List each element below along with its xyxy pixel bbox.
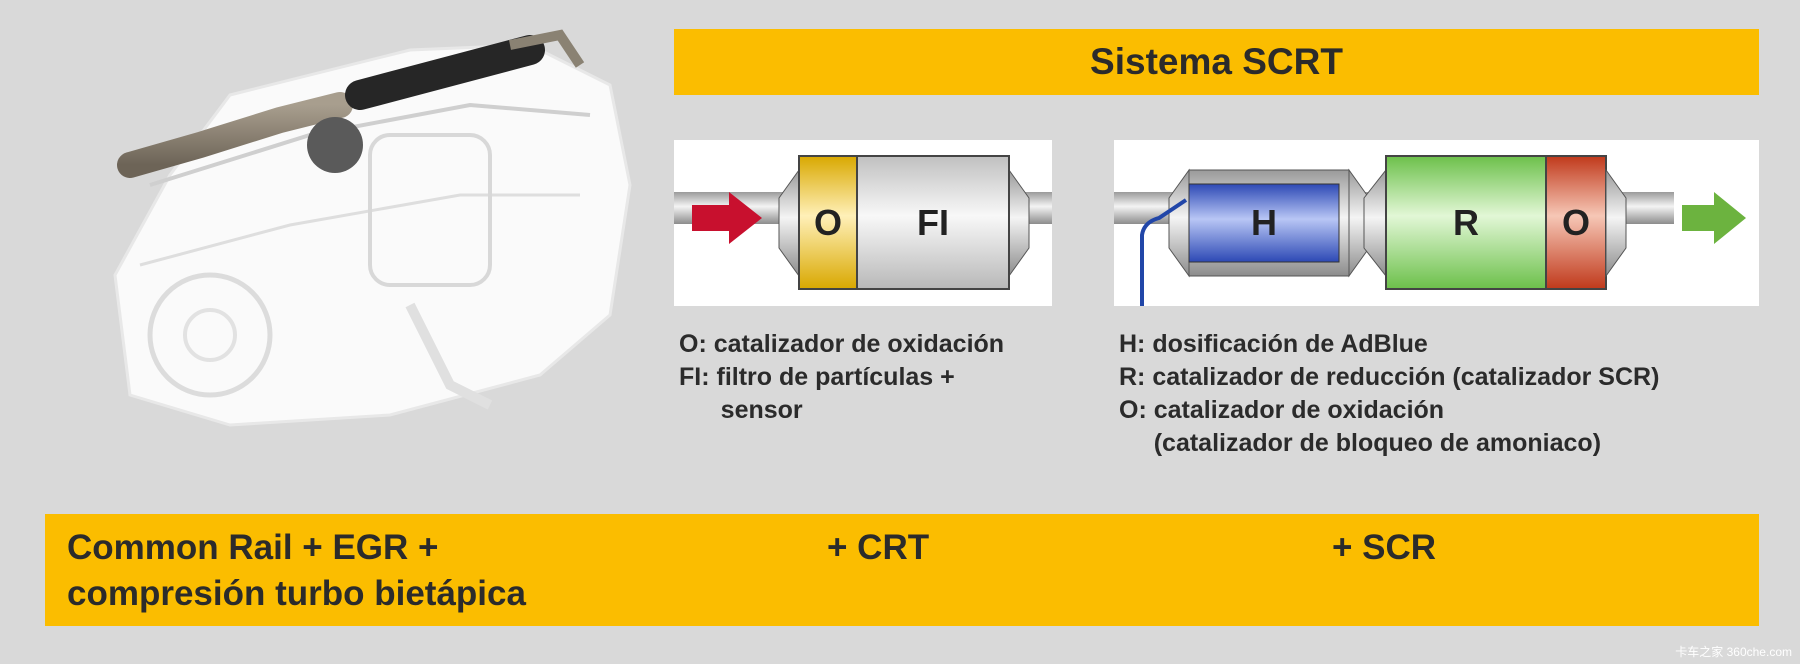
label-o2: O <box>1561 202 1590 243</box>
diagram-title: Sistema SCRT <box>1090 41 1343 82</box>
ammonia-blocking-catalyst <box>1545 155 1607 290</box>
engine-illustration <box>113 29 632 427</box>
bottom-bar: Common Rail + EGR + compresión turbo bie… <box>45 514 1759 626</box>
label-o: O <box>813 202 842 243</box>
bottom-base-text: Common Rail + EGR + compresión turbo bie… <box>67 528 526 613</box>
arrow-in-icon <box>692 192 762 244</box>
crt-diagram-panel: O FI <box>674 140 1052 306</box>
legend-left: O: catalizador de oxidación FI: filtro d… <box>679 328 1004 427</box>
adblue-injection-line <box>1140 198 1188 306</box>
particle-filter <box>856 155 1010 290</box>
legend-line: R: catalizador de reducción (catalizador… <box>1119 363 1660 391</box>
legend-right: H: dosificación de AdBlue R: catalizador… <box>1119 328 1659 460</box>
crt-diagram <box>674 155 1052 290</box>
oxidation-catalyst <box>798 155 858 290</box>
arrow-out-icon <box>1682 192 1746 244</box>
adblue-dosing-section <box>1188 183 1340 263</box>
label-h: H <box>1251 202 1277 243</box>
legend-line: sensor <box>679 396 803 424</box>
bottom-crt-text: + CRT <box>827 528 930 567</box>
legend-line: O: catalizador de oxidación <box>1119 396 1445 424</box>
label-r: R <box>1453 202 1479 243</box>
legend-line: O: catalizador de oxidación <box>679 330 1005 358</box>
title-bar: Sistema SCRT <box>674 29 1759 95</box>
label-fi: FI <box>917 202 949 243</box>
legend-line: (catalizador de bloqueo de amoniaco) <box>1119 429 1602 457</box>
legend-line: H: dosificación de AdBlue <box>1119 330 1428 358</box>
scr-diagram <box>1114 155 1746 306</box>
legend-line: FI: filtro de partículas + <box>679 363 955 391</box>
bottom-scr-text: + SCR <box>1332 528 1437 567</box>
watermark: 卡车之家 360che.com <box>1675 645 1792 659</box>
scr-diagram-panel: H R O <box>1114 140 1759 306</box>
